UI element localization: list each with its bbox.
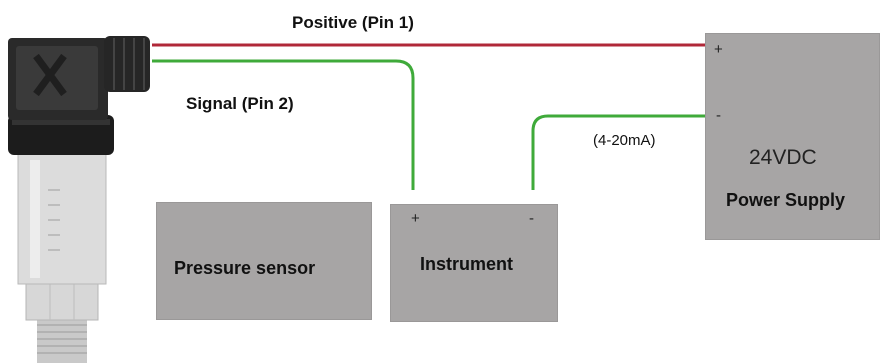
power-supply-label: Power Supply [726, 190, 846, 210]
current-range-label: (4-20mA) [593, 132, 656, 149]
power-supply-box: + - 24VDC Power Supply [705, 33, 880, 240]
power-plus-terminal: + [714, 41, 723, 58]
signal-wire-label: Signal (Pin 2) [186, 94, 294, 113]
positive-wire-label: Positive (Pin 1) [292, 13, 414, 32]
instrument-minus-terminal: - [529, 210, 534, 227]
pressure-transmitter-image [8, 36, 150, 363]
power-minus-terminal: - [716, 107, 721, 124]
return-wire [531, 114, 705, 190]
pressure-sensor-label: Pressure sensor [174, 258, 316, 278]
instrument-label: Instrument [420, 254, 514, 274]
signal-wire [152, 59, 415, 190]
instrument-box: + - Instrument [390, 204, 558, 322]
power-voltage-label: 24VDC [749, 146, 817, 169]
instrument-plus-terminal: + [411, 210, 420, 227]
pressure-sensor-box: Pressure sensor [156, 202, 372, 320]
